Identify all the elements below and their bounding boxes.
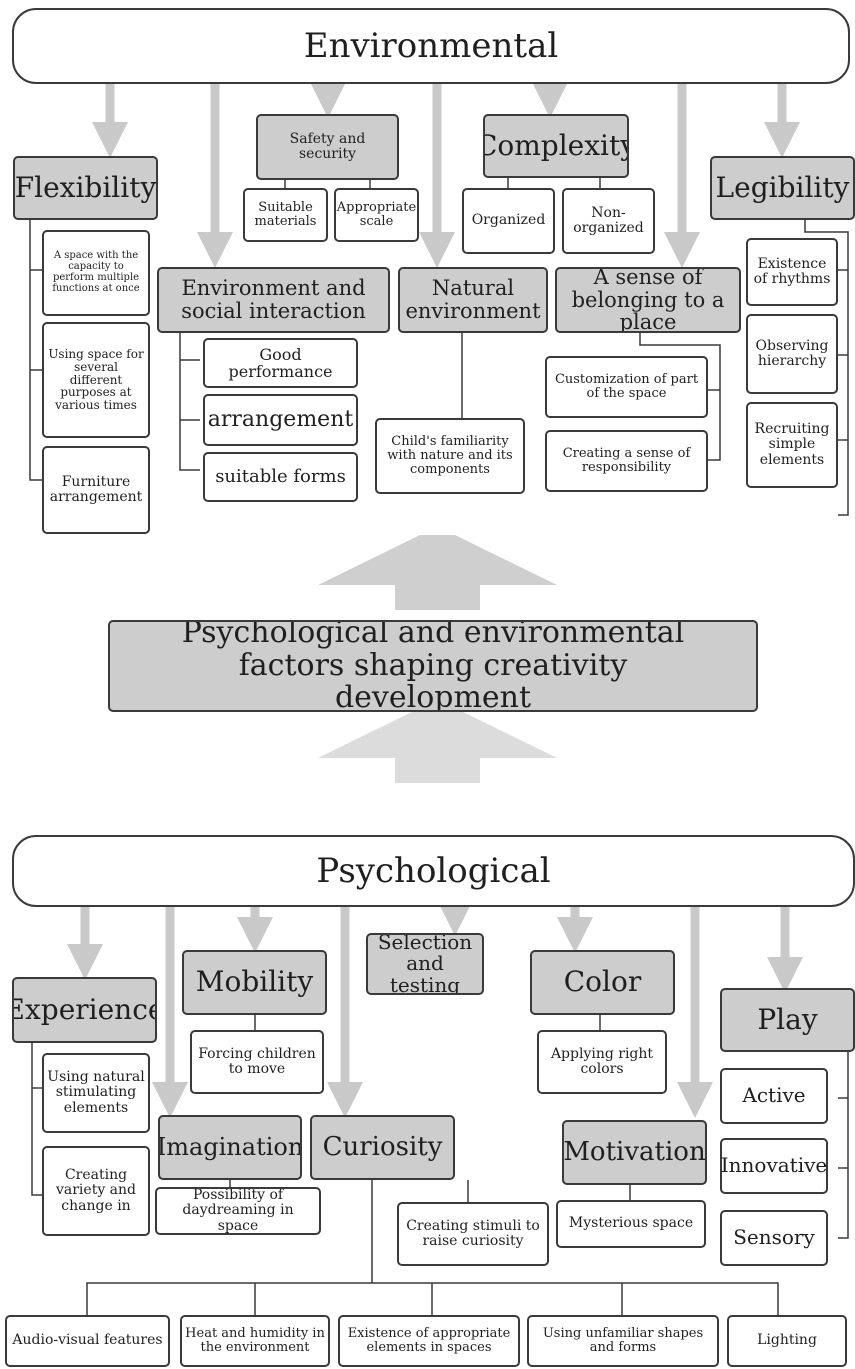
safety-item-materials: Suitable materials: [243, 188, 328, 242]
thin-connectors: [29, 178, 849, 1315]
legibility-box: Legibility: [710, 156, 855, 220]
social-item-arrangement: arrangement: [203, 394, 358, 446]
flexibility-item-2: Using space for several different purpos…: [42, 322, 150, 438]
imagination-box: Imagination: [158, 1115, 302, 1180]
bottom-item-audio-visual: Audio-visual features: [5, 1315, 170, 1367]
mobility-item-forcing: Forcing children to move: [190, 1030, 324, 1094]
flexibility-item-3: Furniture arrangement: [42, 446, 150, 534]
flexibility-item-1: A space with the capacity to perform mul…: [42, 230, 150, 316]
natural-item-familiarity: Child's familiarity with nature and its …: [375, 418, 525, 494]
bottom-item-heat-humidity: Heat and humidity in the environment: [180, 1315, 330, 1367]
legibility-item-rhythms: Existence of rhythms: [746, 238, 838, 306]
experience-item-natural: Using natural stimulating elements: [42, 1053, 150, 1133]
experience-item-variety: Creating variety and change in: [42, 1146, 150, 1236]
up-arrow-lower: [318, 708, 557, 783]
bottom-arrows: [67, 900, 803, 1118]
legibility-item-simple: Recruiting simple elements: [746, 402, 838, 488]
legibility-item-hierarchy: Observing hierarchy: [746, 314, 838, 394]
top-arrows: [92, 82, 800, 268]
safety-item-scale: Appropriate scale: [334, 188, 419, 242]
bottom-item-unfamiliar-shapes: Using unfamiliar shapes and forms: [527, 1315, 719, 1367]
play-item-sensory: Sensory: [720, 1210, 828, 1266]
complexity-item-non-organized: Non-organized: [562, 188, 655, 254]
motivation-item-mysterious: Mysterious space: [556, 1200, 706, 1248]
bottom-item-lighting: Lighting: [727, 1315, 847, 1367]
bottom-item-appropriate-elements: Existence of appropriate elements in spa…: [338, 1315, 520, 1367]
social-item-performance: Good performance: [203, 338, 358, 388]
safety-security-box: Safety and security: [256, 114, 399, 180]
play-item-active: Active: [720, 1068, 828, 1124]
central-title-box: Psychological and environmental factors …: [108, 620, 758, 712]
flexibility-box: Flexibility: [13, 156, 158, 220]
mobility-box: Mobility: [182, 950, 327, 1015]
environmental-header: Environmental: [12, 8, 850, 84]
play-box: Play: [720, 988, 855, 1052]
psychological-header: Psychological: [12, 835, 855, 907]
up-arrow-upper: [318, 535, 557, 610]
experience-box: Experience: [12, 977, 157, 1043]
curiosity-item-stimuli: Creating stimuli to raise curiosity: [397, 1202, 549, 1266]
social-interaction-box: Environment and social interaction: [157, 267, 390, 333]
color-box: Color: [530, 950, 675, 1015]
natural-environment-box: Natural environment: [398, 267, 548, 333]
social-item-forms: suitable forms: [203, 452, 358, 502]
motivation-box: Motivation: [562, 1120, 707, 1185]
imagination-item-daydreaming: Possibility of daydreaming in space: [155, 1187, 321, 1235]
play-item-innovative: Innovative: [720, 1138, 828, 1194]
belonging-item-responsibility: Creating a sense of responsibility: [545, 430, 708, 492]
selection-testing-box: Selection and testing: [366, 933, 484, 995]
color-item-applying: Applying right colors: [537, 1030, 667, 1094]
curiosity-box: Curiosity: [310, 1115, 455, 1180]
complexity-box: Complexity: [483, 114, 629, 178]
belonging-box: A sense of belonging to a place: [555, 267, 741, 333]
belonging-item-customization: Customization of part of the space: [545, 356, 708, 418]
complexity-item-organized: Organized: [462, 188, 555, 254]
